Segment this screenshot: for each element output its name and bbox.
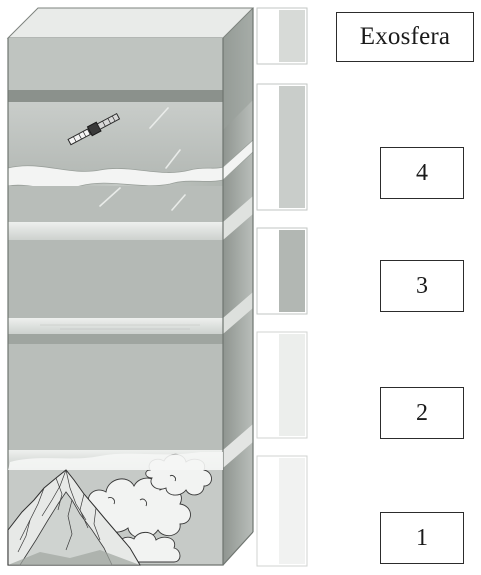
label-layer-4: 4 (380, 147, 464, 199)
band-divider-dark (8, 90, 223, 102)
column-side-panel (223, 8, 253, 565)
scale-strip (257, 8, 307, 566)
band-divider-mid (8, 334, 223, 344)
label-layer-1: 1 (380, 512, 464, 564)
band-stratopause (8, 318, 223, 334)
label-layer-3: 3 (380, 260, 464, 312)
band-mesopause (8, 222, 223, 240)
band-layer-2 (8, 344, 223, 450)
band-exosphere (8, 38, 223, 90)
label-layer-2: 2 (380, 387, 464, 439)
column-top-face (8, 8, 253, 38)
label-exosfera: Exosfera (336, 12, 474, 62)
band-layer-3 (8, 240, 223, 318)
band-layer-4 (8, 102, 223, 174)
